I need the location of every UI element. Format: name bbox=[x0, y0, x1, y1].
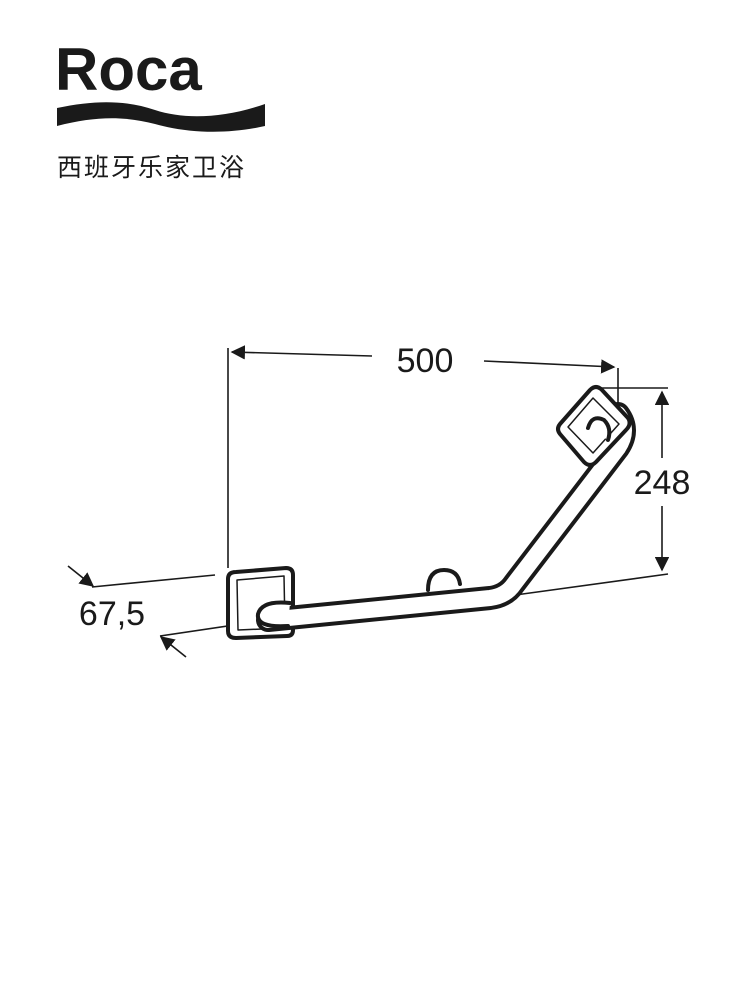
logo-wave bbox=[57, 102, 265, 132]
brand-tagline: 西班牙乐家卫浴 bbox=[57, 153, 247, 182]
width-dimension-line-left bbox=[230, 345, 373, 360]
width-dimension-line-right bbox=[483, 359, 616, 374]
bottom-extension-line bbox=[507, 573, 669, 597]
depth-label: 67,5 bbox=[79, 595, 145, 633]
height-label: 248 bbox=[634, 464, 691, 502]
width-label: 500 bbox=[397, 342, 454, 380]
depth-dimension bbox=[67, 565, 187, 658]
grab-bar bbox=[226, 385, 636, 640]
top-tube-end bbox=[586, 416, 612, 442]
roca-logo: Roca bbox=[55, 38, 265, 132]
bottom-tube-end bbox=[255, 600, 292, 629]
brand-block: Roca 西班牙乐家卫浴 bbox=[55, 38, 275, 188]
middle-support-post bbox=[426, 568, 462, 592]
width-dimension bbox=[230, 345, 616, 374]
logo-wordmark: Roca bbox=[55, 38, 202, 103]
depth-arrow-bottom bbox=[159, 636, 187, 658]
depth-arrow-top bbox=[67, 565, 95, 587]
top-wall-flange-inner bbox=[567, 397, 620, 454]
depth-back-extension-line bbox=[91, 574, 216, 588]
